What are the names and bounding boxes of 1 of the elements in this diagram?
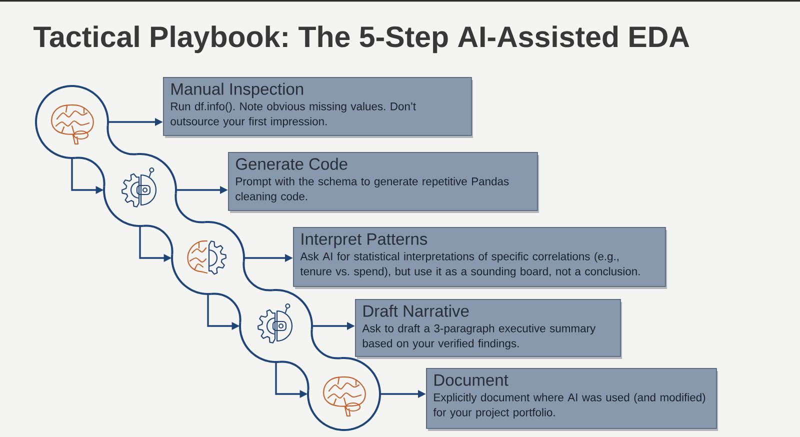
title: Tactical Playbook: The 5-Step AI-Assisted EDA: [34, 26, 690, 54]
